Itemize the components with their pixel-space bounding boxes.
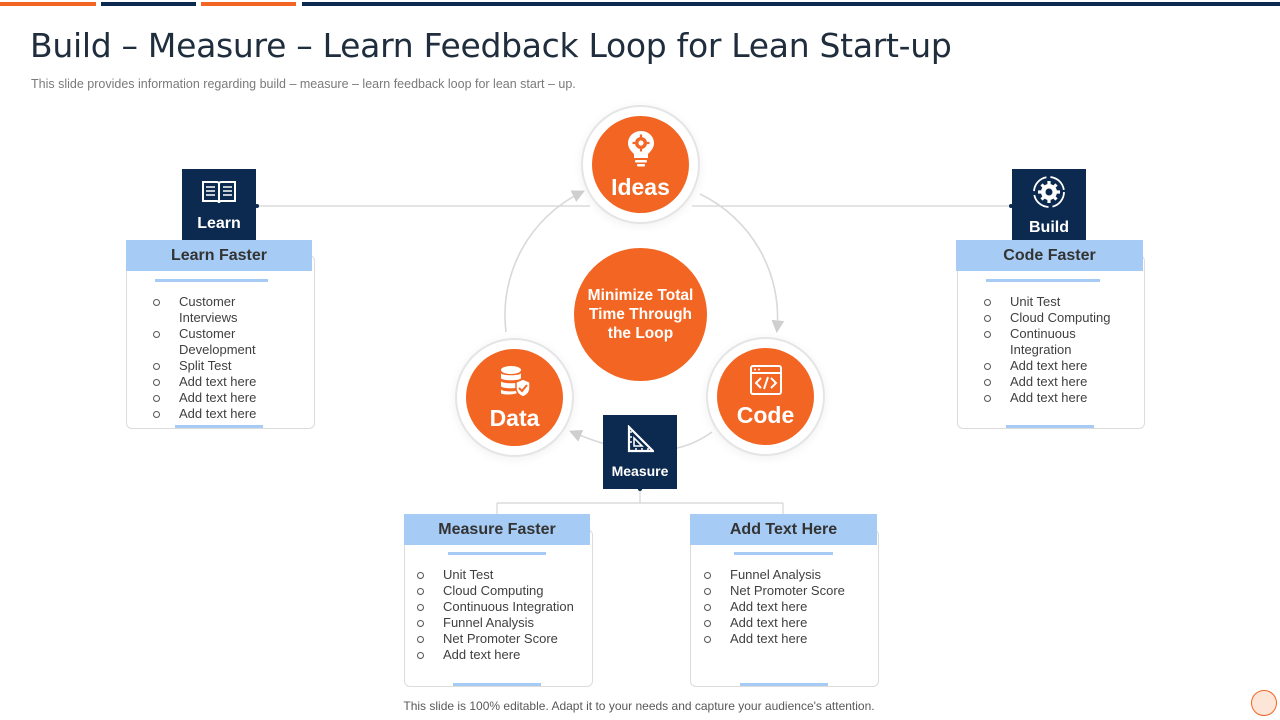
list-item: Continuous Integration — [416, 599, 586, 615]
build-phase-label: Build — [1029, 219, 1069, 236]
add-text-here-card — [690, 529, 879, 687]
list-item: Customer Development — [152, 326, 292, 358]
add-text-here-title: Add Text Here — [729, 520, 838, 538]
measure-faster-card — [404, 529, 593, 687]
learn-phase-box: Learn — [182, 169, 256, 243]
top-accent-bar-2 — [101, 2, 196, 6]
learn-faster-footer-accent — [175, 425, 263, 428]
learn-faster-header: Learn Faster — [126, 240, 312, 271]
corner-badge — [1251, 690, 1277, 716]
list-item: Unit Test — [416, 567, 586, 583]
ideas-stage-label: Ideas — [611, 173, 670, 200]
list-item: Cloud Computing — [983, 310, 1133, 326]
top-accent-bar-1 — [0, 2, 96, 6]
footer-note: This slide is 100% editable. Adapt it to… — [403, 699, 875, 713]
data-stage-label: Data — [489, 404, 540, 431]
top-accent-bar-4 — [302, 2, 1280, 6]
loop-center-circle: Minimize Total Time Through the Loop — [574, 248, 707, 381]
code-window-icon — [749, 364, 782, 400]
list-item: Add text here — [416, 647, 586, 663]
code-stage-circle: Code — [717, 348, 814, 445]
learn-faster-list: Customer Interviews Customer Development… — [152, 294, 292, 422]
code-faster-footer-accent — [1006, 425, 1094, 428]
list-item: Funnel Analysis — [416, 615, 586, 631]
code-faster-header: Code Faster — [956, 240, 1143, 271]
measure-faster-header: Measure Faster — [404, 514, 590, 545]
list-item: Add text here — [152, 390, 292, 406]
code-faster-list: Unit Test Cloud Computing Continuous Int… — [983, 294, 1133, 406]
list-item: Add text here — [983, 390, 1133, 406]
list-item: Add text here — [703, 631, 873, 647]
add-text-here-footer-accent — [740, 683, 828, 686]
code-faster-title: Code Faster — [1003, 246, 1096, 264]
learn-phase-label: Learn — [197, 215, 241, 232]
list-item: Funnel Analysis — [703, 567, 873, 583]
add-text-here-header: Add Text Here — [690, 514, 877, 545]
gear-cycle-icon — [1032, 175, 1066, 214]
list-item: Unit Test — [983, 294, 1133, 310]
build-phase-box: Build — [1012, 169, 1086, 243]
page-subtitle: This slide provides information regardin… — [31, 77, 576, 91]
measure-faster-list: Unit Test Cloud Computing Continuous Int… — [416, 567, 586, 663]
code-stage-label: Code — [736, 401, 795, 428]
list-item: Net Promoter Score — [416, 631, 586, 647]
code-faster-accent — [986, 279, 1100, 282]
list-item: Add text here — [152, 406, 292, 422]
measure-faster-footer-accent — [453, 683, 541, 686]
list-item: Add text here — [703, 615, 873, 631]
lightbulb-gear-icon — [625, 129, 657, 172]
loop-arrow-ideas-to-code — [699, 193, 785, 334]
measure-phase-label: Measure — [611, 463, 669, 479]
list-item: Cloud Computing — [416, 583, 586, 599]
list-item: Split Test — [152, 358, 292, 374]
add-text-here-list: Funnel Analysis Net Promoter Score Add t… — [703, 567, 873, 647]
list-item: Continuous Integration — [983, 326, 1133, 358]
ideas-stage-circle: Ideas — [592, 116, 689, 213]
loop-arrow-data-to-ideas — [504, 190, 585, 333]
data-stage-circle: Data — [466, 349, 563, 446]
list-item: Net Promoter Score — [703, 583, 873, 599]
learn-faster-accent — [155, 279, 268, 282]
loop-center-label: Minimize Total Time Through the Loop — [587, 287, 694, 342]
list-item: Add text here — [983, 358, 1133, 374]
list-item: Add text here — [703, 599, 873, 615]
measure-phase-box: Measure — [603, 415, 677, 489]
list-item: Add text here — [152, 374, 292, 390]
set-square-icon — [626, 424, 656, 458]
top-accent-bar-3 — [201, 2, 296, 6]
list-item: Add text here — [983, 374, 1133, 390]
add-text-here-accent — [734, 552, 833, 555]
open-book-icon — [201, 179, 237, 210]
list-item: Customer Interviews — [152, 294, 292, 326]
learn-faster-title: Learn Faster — [170, 246, 268, 264]
measure-faster-title: Measure Faster — [438, 520, 556, 538]
database-shield-icon — [498, 364, 532, 403]
page-title: Build – Measure – Learn Feedback Loop fo… — [30, 26, 952, 65]
measure-faster-accent — [448, 552, 546, 555]
